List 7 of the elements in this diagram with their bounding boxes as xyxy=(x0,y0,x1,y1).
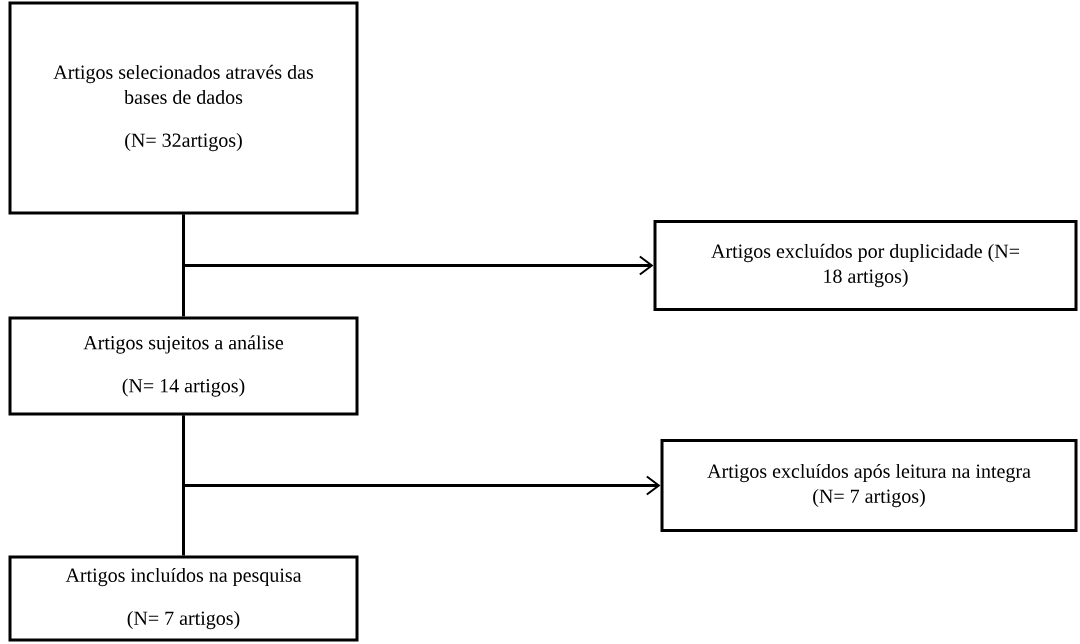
arrow xyxy=(182,214,654,276)
arrow xyxy=(182,415,661,496)
process-box: Artigos sujeitos a análise (N= 14 artigos) xyxy=(8,316,359,416)
process-box: Artigos excluídos após leitura na integra (N= 7 artigos) xyxy=(660,439,1078,532)
process-box: Artigos selecionados através das bases de dados (N= 32artigos) xyxy=(8,1,359,215)
process-box: Artigos excluídos por duplicidade (N= 18 artigos) xyxy=(653,220,1078,311)
process-box: Artigos incluídos na pesquisa (N= 7 artigos) xyxy=(8,555,359,642)
